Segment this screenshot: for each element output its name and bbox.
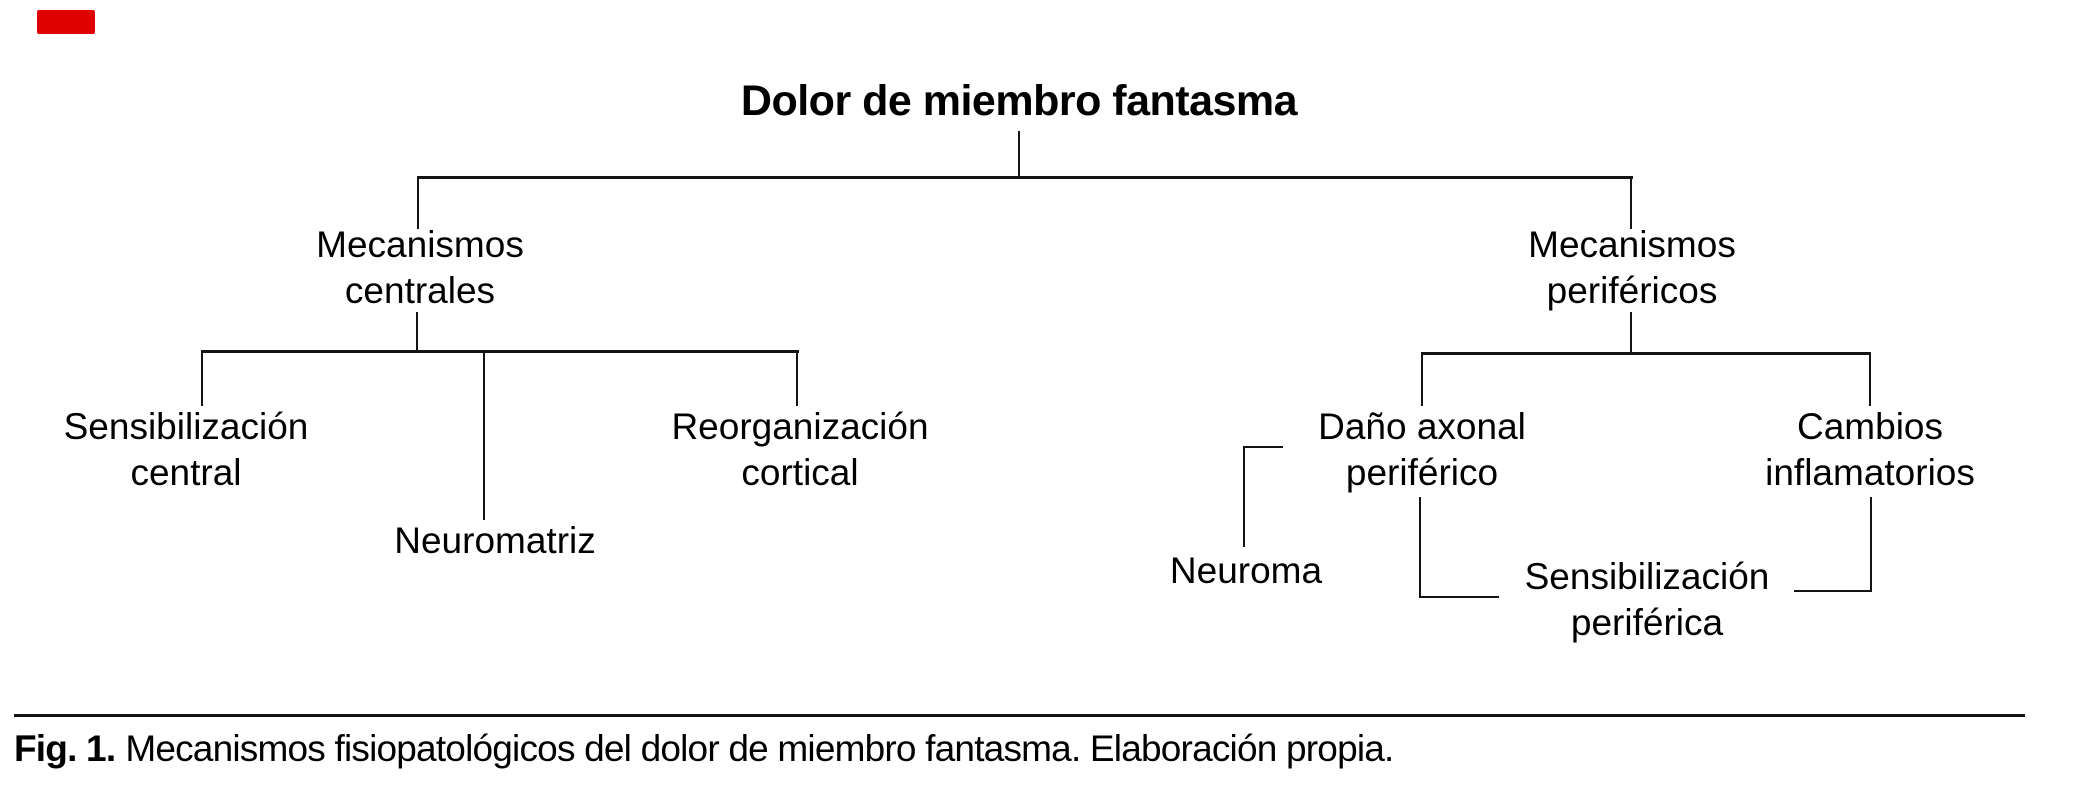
connector-inflammatory-to-sensitization-horizontal [1794, 590, 1872, 592]
connector-peripheral-stub [1630, 312, 1632, 354]
connector-neuroma-horizontal [1243, 446, 1283, 448]
node-peripheral-mechanisms: Mecanismos periféricos [1528, 224, 1736, 311]
node-neuromatrix: Neuromatriz [394, 520, 596, 561]
connector-central-rail [201, 350, 799, 353]
figure-caption: Fig. 1.Mecanismos fisiopatológicos del d… [14, 727, 1394, 771]
connector-drop-inflammatory [1869, 352, 1871, 406]
figure-caption-label: Fig. 1. [14, 728, 116, 769]
connector-drop-axonal-damage [1421, 352, 1423, 406]
connector-central-stub [416, 312, 418, 352]
node-cortical-reorganization: Reorganización cortical [671, 406, 929, 493]
node-peripheral-axonal-damage: Daño axonal periférico [1318, 406, 1526, 493]
node-root-title: Dolor de miembro fantasma [740, 77, 1298, 125]
caption-divider [14, 714, 2025, 717]
node-central-mechanisms: Mecanismos centrales [316, 224, 524, 311]
connector-drop-central-sensitization [201, 350, 203, 406]
connector-drop-cortical-reorganization [796, 350, 798, 406]
connector-root-stub [1018, 131, 1020, 178]
connector-peripheral-rail [1421, 352, 1871, 355]
node-peripheral-sensitization: Sensibilización periférica [1524, 556, 1770, 643]
node-central-sensitization: Sensibilización central [63, 406, 309, 493]
node-inflammatory-changes: Cambios inflamatorios [1765, 406, 1975, 493]
red-corner-mark [37, 10, 95, 34]
connector-axonal-to-sensitization-vertical [1419, 497, 1421, 598]
connector-top-rail [417, 176, 1633, 179]
connector-peripheral-elbow [1630, 176, 1632, 229]
connector-axonal-to-sensitization-horizontal [1419, 596, 1499, 598]
connector-inflammatory-to-sensitization-vertical [1870, 497, 1872, 592]
connector-neuroma-vertical [1243, 446, 1245, 547]
connector-drop-neuromatrix [483, 350, 485, 520]
figure-caption-text: Mecanismos fisiopatológicos del dolor de… [125, 728, 1394, 769]
node-neuroma: Neuroma [1169, 550, 1323, 591]
connector-central-elbow [417, 176, 419, 229]
